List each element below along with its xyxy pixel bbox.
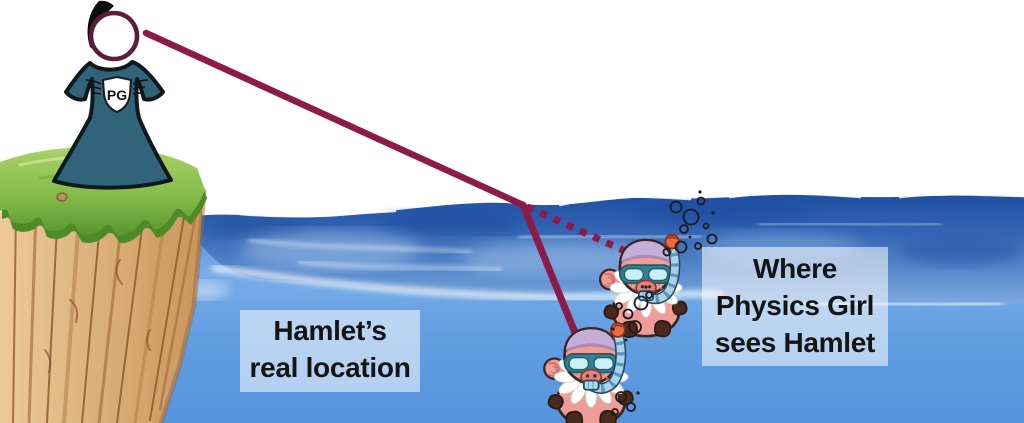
shield-wings (85, 79, 149, 95)
sight-rays (142, 29, 627, 344)
pg-shield-logo: PG (85, 75, 149, 114)
refracted-ray (519, 201, 582, 344)
cliff (0, 147, 207, 423)
bubble-cluster-middle (611, 285, 653, 342)
foam-streaks (211, 192, 1024, 309)
solid-sight-ray (142, 29, 527, 209)
pebble (56, 192, 68, 202)
bubbles (611, 190, 718, 416)
physics-girl-figure: PG (52, 0, 173, 190)
pg-logo-text: PG (107, 87, 127, 103)
bubble-cluster-bottom (611, 391, 640, 416)
dress (52, 60, 173, 190)
dotted-apparent-ray (521, 201, 627, 255)
bubble-cluster-top (662, 190, 718, 257)
snorkeling-pig-apparent (600, 235, 688, 338)
snorkeling-pig-real (544, 323, 634, 423)
head (88, 10, 140, 62)
